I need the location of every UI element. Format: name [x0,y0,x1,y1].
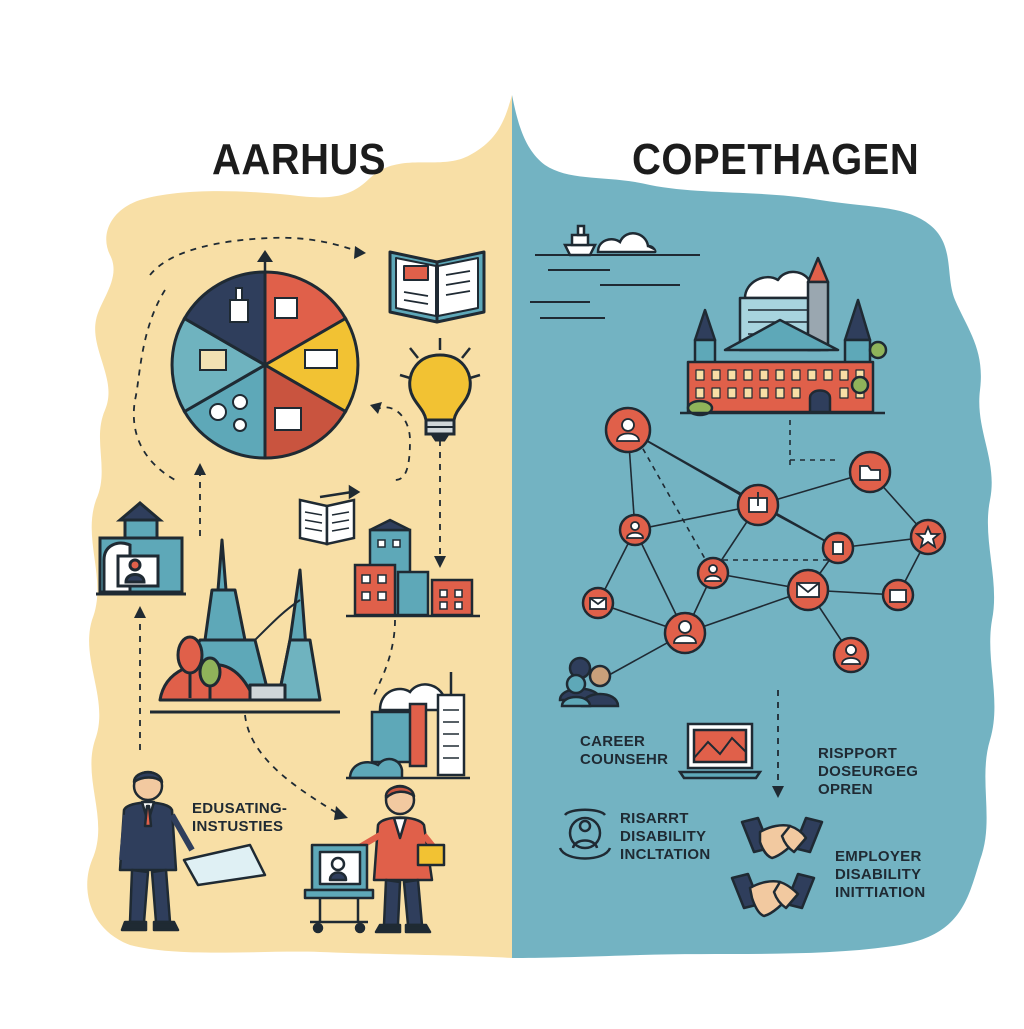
school-building-icon [96,501,186,596]
people-group-icon [558,656,620,708]
disability-inclusion-label: RISARRT DISABILITY INCLTATION [620,810,710,864]
copenhagen-background [512,95,995,958]
city-buildings-icon [346,518,480,618]
employer-disability-label: EMPLOYER DISABILITY INITTIATION [835,848,926,902]
copenhagen-title: COPETHAGEN [632,136,920,184]
factory-icon [346,672,470,780]
small-book-icon [298,484,361,546]
monument-icon [150,538,340,714]
disability-inclusion-label-line: INCLTATION [620,846,711,863]
arrowheads-aarhus [134,246,446,820]
aarhus-title: AARHUS [212,136,387,184]
educating-institutes-label: EDUSATING- INSTUSTIES [192,800,287,836]
network-graph-icon [581,406,947,681]
castle-icon [680,256,888,417]
employer-disability-label-line: DISABILITY [835,866,922,883]
career-counselor-label: CAREER COUNSEHR [580,733,668,769]
employer-disability-label-line: INITTIATION [835,884,926,901]
support-label-line: DOSEURGEG [818,763,919,780]
person-suit-left [118,770,267,932]
person-presenter-right [303,784,446,934]
career-counselor-label-line: CAREER [580,733,646,750]
educating-institutes-label-line: EDUSATING- [192,800,288,817]
lightbulb-icon [399,338,481,442]
flow-arrows-aarhus [132,236,441,816]
laptop-icon [677,690,784,798]
career-counselor-label-line: COUNSEHR [580,751,669,768]
open-book-icon [388,250,486,324]
support-label: RISPPORT DOSEURGEG OPREN [818,745,918,799]
handshake-icon [730,872,816,918]
employer-disability-label-line: EMPLOYER [835,848,922,865]
disability-inclusion-label-line: DISABILITY [620,828,707,845]
handshake-icon [740,816,824,860]
segmented-pie-chart-icon [170,250,360,460]
educating-institutes-label-line: INSTUSTIES [192,818,284,835]
disability-inclusion-label-line: RISARRT [620,810,689,827]
ship-cloud-icon [530,224,700,319]
disability-icon [558,808,612,860]
support-label-line: RISPPORT [818,745,898,762]
support-label-line: OPREN [818,781,873,798]
